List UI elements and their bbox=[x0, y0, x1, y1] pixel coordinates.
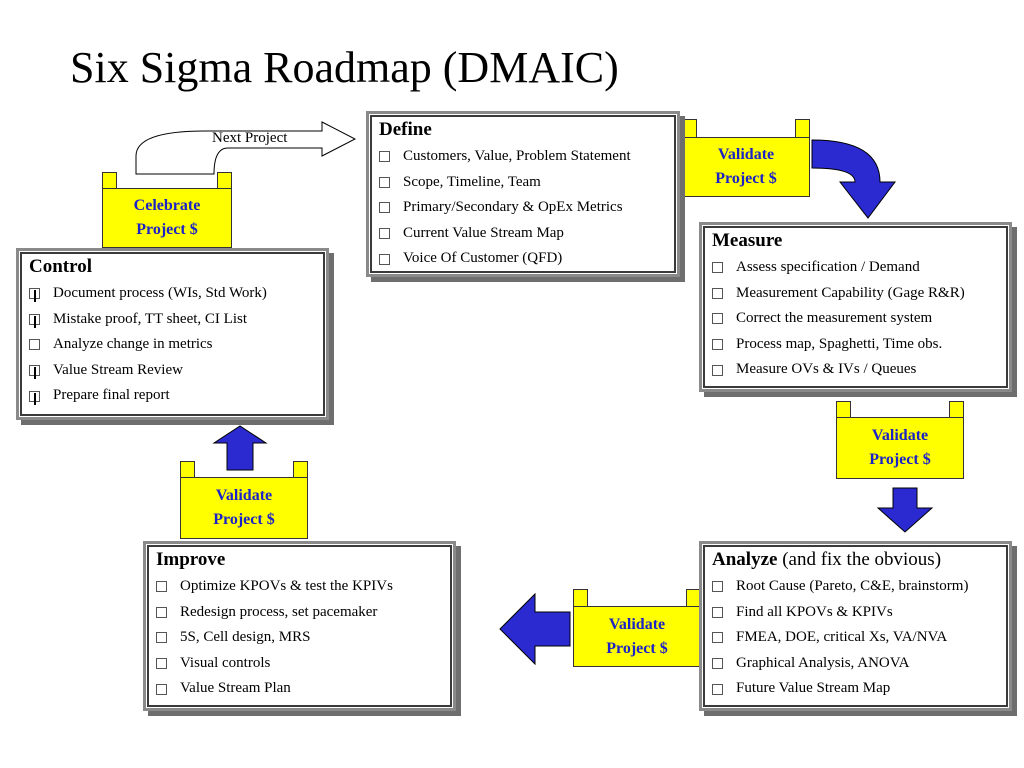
checkbox-icon bbox=[156, 581, 167, 593]
list-item: Value Stream Plan bbox=[156, 676, 447, 702]
measure-list: Assess specification / Demand Measuremen… bbox=[712, 255, 1003, 383]
measure-box: Measure Assess specification / Demand Me… bbox=[699, 222, 1012, 392]
list-item: Scope, Timeline, Team bbox=[379, 170, 671, 196]
checkbox-icon bbox=[379, 202, 390, 214]
list-item: Process map, Spaghetti, Time obs. bbox=[712, 332, 1003, 358]
checkbox-icon bbox=[29, 339, 40, 351]
up-arrow-to-control bbox=[212, 425, 268, 471]
validate-line2: Project $ bbox=[869, 451, 931, 468]
validate-tab-improve: Validate Project $ bbox=[180, 461, 308, 539]
validate-line1: Validate bbox=[608, 615, 666, 633]
checkbox-icon bbox=[712, 262, 723, 274]
list-item: Graphical Analysis, ANOVA bbox=[712, 651, 1003, 677]
list-item: Prepare final report bbox=[29, 383, 320, 409]
control-box: Control Document process (WIs, Std Work)… bbox=[16, 248, 329, 420]
measure-title: Measure bbox=[712, 230, 783, 251]
checkbox-icon bbox=[29, 288, 40, 303]
validate-line1: Validate bbox=[717, 146, 775, 163]
list-item: Document process (WIs, Std Work) bbox=[29, 281, 320, 307]
define-title: Define bbox=[379, 119, 432, 140]
checkbox-icon bbox=[156, 632, 167, 644]
list-item: Customers, Value, Problem Statement bbox=[379, 144, 671, 170]
validate-line1: Validate bbox=[871, 427, 929, 444]
checkbox-icon bbox=[29, 313, 40, 328]
list-item: Primary/Secondary & OpEx Metrics bbox=[379, 195, 671, 221]
improve-box: Improve Optimize KPOVs & test the KPIVs … bbox=[143, 541, 456, 711]
list-item: Redesign process, set pacemaker bbox=[156, 600, 447, 626]
list-item: Voice Of Customer (QFD) bbox=[379, 246, 671, 272]
left-arrow-to-improve bbox=[499, 592, 571, 666]
checkbox-icon bbox=[156, 606, 167, 618]
list-item: Current Value Stream Map bbox=[379, 221, 671, 247]
curved-arrow-to-measure bbox=[811, 139, 896, 219]
control-title: Control bbox=[29, 256, 92, 277]
celebrate-line1: Celebrate bbox=[133, 197, 201, 214]
checkbox-icon bbox=[712, 287, 723, 299]
list-item: Find all KPOVs & KPIVs bbox=[712, 600, 1003, 626]
checkbox-icon bbox=[379, 228, 390, 240]
checkbox-icon bbox=[712, 339, 723, 351]
validate-line2: Project $ bbox=[715, 170, 777, 187]
checkbox-icon bbox=[29, 365, 40, 380]
checkbox-icon bbox=[712, 683, 723, 695]
checkbox-icon bbox=[712, 632, 723, 644]
checkbox-icon bbox=[712, 313, 723, 325]
celebrate-project-tab: Celebrate Project $ bbox=[102, 172, 232, 248]
checkbox-icon bbox=[712, 658, 723, 670]
analyze-subtitle: (and fix the obvious) bbox=[782, 549, 942, 570]
list-item: Visual controls bbox=[156, 651, 447, 677]
analyze-box: Analyze (and fix the obvious) Root Cause… bbox=[699, 541, 1012, 711]
define-list: Customers, Value, Problem Statement Scop… bbox=[379, 144, 671, 272]
celebrate-line2: Project $ bbox=[136, 221, 198, 238]
define-box: Define Customers, Value, Problem Stateme… bbox=[366, 111, 680, 277]
list-item: 5S, Cell design, MRS bbox=[156, 625, 447, 651]
list-item: FMEA, DOE, critical Xs, VA/NVA bbox=[712, 625, 1003, 651]
improve-list: Optimize KPOVs & test the KPIVs Redesign… bbox=[156, 574, 447, 702]
analyze-title: Analyze bbox=[712, 549, 778, 570]
list-item: Future Value Stream Map bbox=[712, 676, 1003, 702]
list-item: Analyze change in metrics bbox=[29, 332, 320, 358]
analyze-list: Root Cause (Pareto, C&E, brainstorm) Fin… bbox=[712, 574, 1003, 702]
checkbox-icon bbox=[379, 176, 390, 188]
checkbox-icon bbox=[29, 390, 40, 405]
improve-title: Improve bbox=[156, 549, 226, 570]
list-item: Mistake proof, TT sheet, CI List bbox=[29, 307, 320, 333]
checkbox-icon bbox=[379, 151, 390, 163]
validate-line2: Project $ bbox=[606, 639, 668, 657]
list-item: Correct the measurement system bbox=[712, 306, 1003, 332]
next-project-arrow bbox=[135, 121, 357, 175]
list-item: Measurement Capability (Gage R&R) bbox=[712, 281, 1003, 307]
list-item: Root Cause (Pareto, C&E, brainstorm) bbox=[712, 574, 1003, 600]
checkbox-icon bbox=[712, 364, 723, 376]
checkbox-icon bbox=[156, 683, 167, 695]
validate-line1: Validate bbox=[215, 487, 273, 504]
list-item: Value Stream Review bbox=[29, 358, 320, 384]
list-item: Measure OVs & IVs / Queues bbox=[712, 357, 1003, 383]
checkbox-icon bbox=[712, 606, 723, 618]
page-title: Six Sigma Roadmap (DMAIC) bbox=[70, 43, 619, 92]
down-arrow-to-analyze bbox=[876, 487, 934, 533]
list-item: Assess specification / Demand bbox=[712, 255, 1003, 281]
next-project-label: Next Project bbox=[212, 130, 288, 146]
list-item: Optimize KPOVs & test the KPIVs bbox=[156, 574, 447, 600]
validate-tab-measure: Validate Project $ bbox=[836, 401, 964, 479]
control-list: Document process (WIs, Std Work) Mistake… bbox=[29, 281, 320, 409]
checkbox-icon bbox=[156, 658, 167, 670]
checkbox-icon bbox=[712, 581, 723, 593]
checkbox-icon bbox=[379, 253, 390, 265]
validate-tab-define: Validate Project $ bbox=[682, 119, 810, 197]
validate-line2: Project $ bbox=[213, 511, 275, 528]
validate-tab-analyze: Validate Project $ bbox=[573, 589, 701, 667]
